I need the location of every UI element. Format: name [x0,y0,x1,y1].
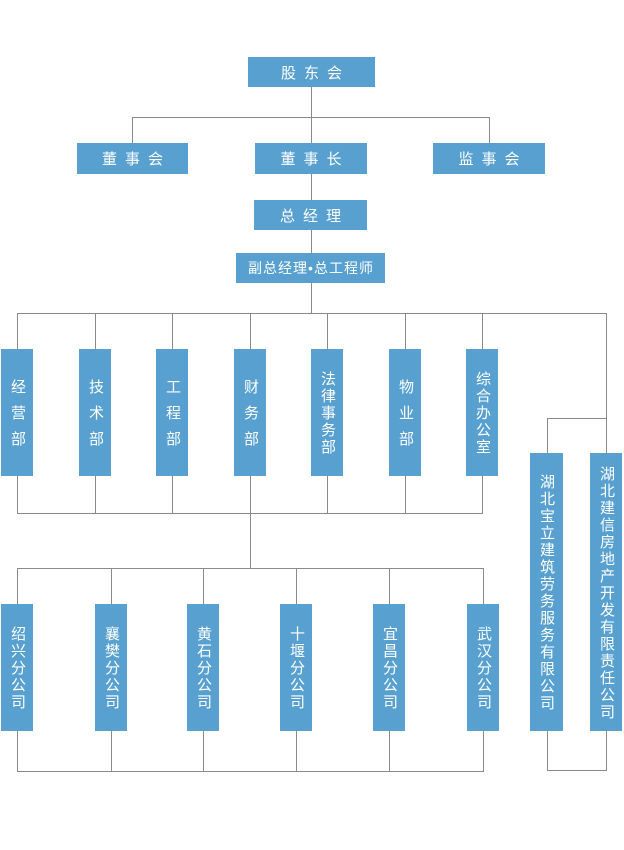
connector-line [311,174,312,200]
connector-line [547,770,607,771]
node-branch-wuhan: 武汉分公司 [467,604,499,731]
connector-line [311,283,312,313]
connector-line [17,568,484,569]
connector-line [250,513,251,568]
connector-line [547,418,607,419]
connector-line [483,568,484,604]
node-subsidiary-jianxin-real-estate: 湖北建信房地产开发有限责任公司 [590,453,622,731]
connector-line [250,476,251,513]
node-dept-engineering: 工程部 [156,349,188,476]
connector-line [482,313,483,349]
node-branch-xiangfan: 襄樊分公司 [95,604,127,731]
connector-line [327,476,328,513]
connector-line [17,731,18,771]
connector-line [606,731,607,770]
connector-line [17,568,18,604]
connector-line [482,476,483,513]
connector-line [606,313,607,418]
connector-line [111,568,112,604]
node-chairman: 董事长 [255,143,367,174]
connector-line [311,87,312,117]
node-board-of-directors: 董事会 [77,143,188,174]
node-dept-property: 物业部 [389,349,421,476]
node-dept-general-office: 综合办公室 [466,349,498,476]
connector-line [483,731,484,771]
connector-line [203,568,204,604]
connector-line [405,313,406,349]
node-dept-technology: 技术部 [79,349,111,476]
connector-line [17,771,484,772]
connector-line [405,476,406,513]
node-branch-shiyan: 十堰分公司 [280,604,312,731]
connector-line [296,568,297,604]
node-branch-yichang: 宜昌分公司 [373,604,405,731]
connector-line [389,731,390,771]
connector-line [17,313,18,349]
node-subsidiary-baoli-labor-service: 湖北宝立建筑劳务服务有限公司 [530,453,563,731]
node-dept-finance: 财务部 [234,349,266,476]
connector-line [111,731,112,771]
connector-line [172,313,173,349]
node-general-manager: 总经理 [254,200,367,230]
connector-line [327,313,328,349]
connector-line [296,731,297,771]
connector-line [132,117,133,143]
node-supervisory-board: 监事会 [433,143,545,174]
connector-line [389,568,390,604]
connector-line [311,117,312,143]
node-dept-legal-affairs: 法律事务部 [311,349,343,476]
node-shareholders-meeting: 股东会 [248,57,375,87]
connector-line [95,313,96,349]
node-deputy-gm-chief-engineer: 副总经理•总工程师 [236,253,385,283]
connector-line [606,418,607,453]
connector-line [311,230,312,253]
node-branch-huangshi: 黄石分公司 [187,604,219,731]
connector-line [17,313,607,314]
connector-line [489,117,490,143]
connector-line [172,476,173,513]
connector-line [203,731,204,771]
connector-line [547,418,548,453]
connector-line [17,476,18,513]
connector-line [95,476,96,513]
connector-line [547,731,548,770]
node-dept-operations: 经营部 [1,349,33,476]
connector-line [250,313,251,349]
node-branch-shaoxing: 绍兴分公司 [1,604,33,731]
